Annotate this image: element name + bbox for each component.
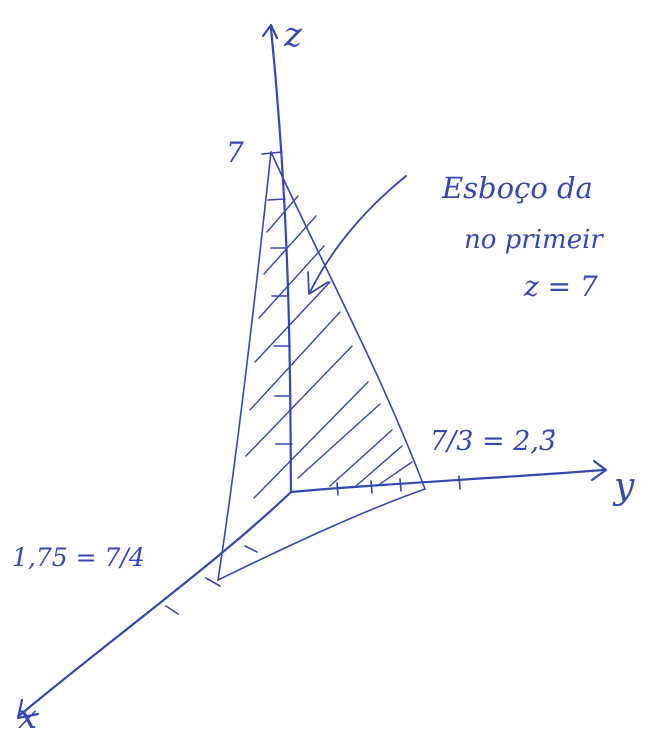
- tetrahedron-edges: [217, 151, 426, 581]
- z-axis-arrowhead: [261, 23, 279, 40]
- x-intercept-label: 1,75 = 7/4: [12, 543, 145, 572]
- z-axis-label: z: [283, 15, 303, 55]
- y-intercept-label: 7/3 = 2,3̄: [430, 426, 556, 457]
- axes: [16, 23, 608, 720]
- y-axis-arrowhead: [590, 459, 608, 482]
- note-line-3: z = 7: [523, 270, 598, 303]
- x-axis-arrowhead: [16, 698, 40, 720]
- edge-apex-to-x: [217, 151, 272, 581]
- note-line-2: no primeir: [464, 225, 604, 255]
- edge-apex-to-y: [270, 151, 426, 490]
- x-axis-label: x: [18, 697, 37, 732]
- y-axis: [289, 468, 606, 494]
- note-line-1: Esboço da: [441, 171, 593, 205]
- axis-ticks: [165, 151, 461, 615]
- face-hatching: [245, 195, 413, 499]
- annotation-arrow-head: [307, 271, 329, 295]
- edge-x-to-y: [217, 488, 426, 581]
- annotation-arrow: [307, 175, 407, 295]
- annotation-arrow-shaft: [309, 175, 407, 293]
- z-axis: [269, 26, 293, 494]
- x-axis: [18, 490, 293, 717]
- z-intercept-label: 7: [226, 136, 244, 169]
- y-axis-label: y: [612, 466, 635, 507]
